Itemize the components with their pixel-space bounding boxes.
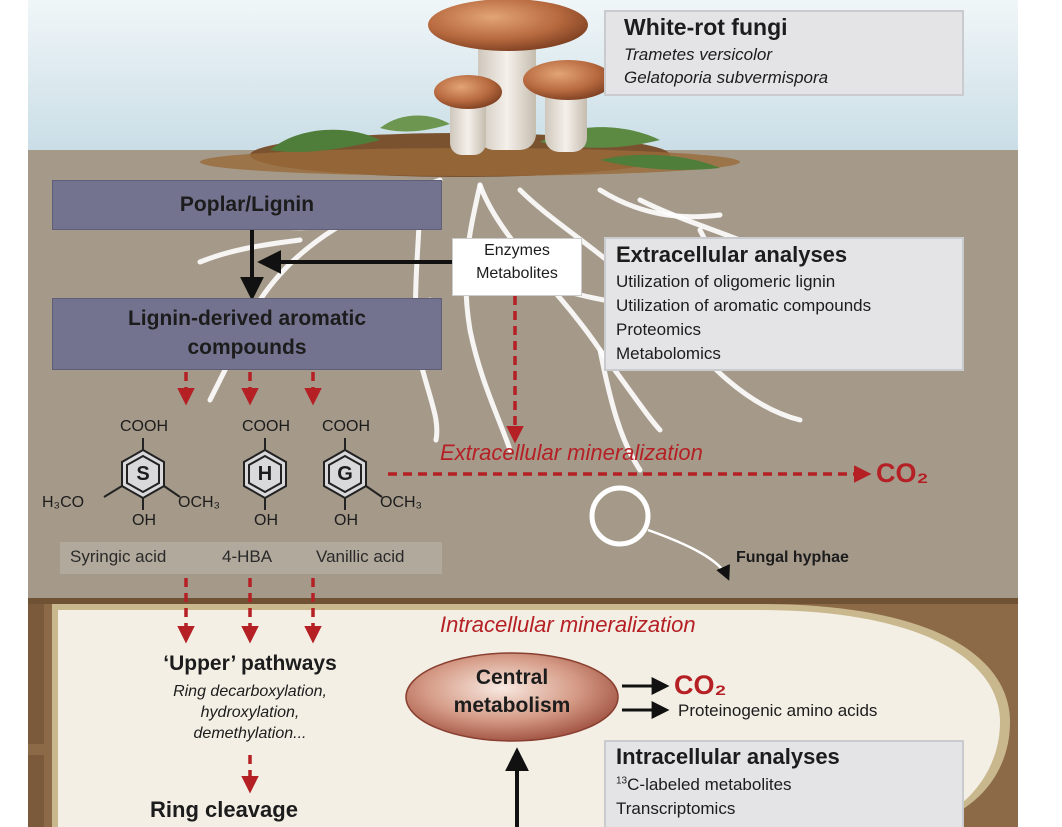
enzymes-label: Enzymes bbox=[484, 242, 550, 259]
extracellular-item-3: Proteomics bbox=[616, 320, 702, 339]
intracellular-mineralization-label: Intracellular mineralization bbox=[440, 612, 696, 637]
intracellular-analyses-title: Intracellular analyses bbox=[616, 744, 840, 769]
ring-letter-g: G bbox=[337, 463, 353, 485]
central-metabolism-line2: metabolism bbox=[453, 694, 571, 717]
lignin-aromatics-label-line2: compounds bbox=[187, 336, 307, 359]
hyphae-magnifier-circle bbox=[589, 485, 651, 547]
och3-label-syringic: OCH₃ bbox=[178, 494, 221, 511]
central-metabolism-line1: Central bbox=[475, 666, 549, 689]
compound-name-syringic: Syringic acid bbox=[70, 547, 167, 566]
cooh-label-syringic: COOH bbox=[120, 418, 168, 435]
intracellular-item-2: Transcriptomics bbox=[616, 799, 736, 818]
cooh-label-vanillic: COOH bbox=[322, 418, 370, 435]
lignin-aromatics-label-line1: Lignin-derived aromatic bbox=[127, 307, 367, 330]
co2-extracellular: CO₂ bbox=[876, 458, 929, 488]
ring-letter-h: H bbox=[257, 463, 273, 485]
extracellular-item-1: Utilization of oligomeric lignin bbox=[616, 272, 836, 291]
central-metabolism-node bbox=[405, 652, 619, 742]
enzymes-metabolites-box bbox=[452, 238, 582, 296]
extracellular-analyses-title: Extracellular analyses bbox=[616, 242, 848, 267]
white-rot-fungi-box bbox=[604, 10, 964, 96]
fungus-species-2: Gelatoporia subvermispora bbox=[624, 68, 829, 87]
oh-label-vanillic: OH bbox=[334, 512, 358, 529]
labeled-metabolites-text: C-labeled metabolites bbox=[627, 775, 792, 794]
upper-pathways-line-3: demethylation... bbox=[193, 725, 307, 742]
upper-pathways-line-1: Ring decarboxylation, bbox=[173, 683, 327, 700]
ring-cleavage-label: Ring cleavage bbox=[150, 797, 298, 822]
compound-name-4hba: 4-HBA bbox=[222, 547, 273, 566]
compound-name-vanillic: Vanillic acid bbox=[316, 547, 405, 566]
extracellular-item-4: Metabolomics bbox=[616, 344, 721, 363]
poplar-lignin-label: Poplar/Lignin bbox=[179, 193, 315, 216]
upper-pathways-title: ‘Upper’ pathways bbox=[163, 652, 337, 675]
carbon-13-superscript: 13 bbox=[616, 775, 628, 787]
h3co-label: H₃CO bbox=[42, 494, 85, 511]
fungus-species-1: Trametes versicolor bbox=[624, 45, 772, 64]
cooh-label-hba: COOH bbox=[242, 418, 290, 435]
upper-pathways-line-2: hydroxylation, bbox=[200, 704, 300, 721]
white-rot-fungi-title: White-rot fungi bbox=[624, 14, 788, 40]
mushroom-illustration bbox=[428, 0, 613, 155]
lignin-aromatics-box bbox=[52, 298, 442, 370]
intracellular-item-1: 13C-labeled metabolites bbox=[616, 775, 792, 795]
ring-letter-s: S bbox=[136, 463, 150, 485]
co2-intracellular: CO₂ bbox=[674, 670, 727, 700]
extracellular-mineralization-label: Extracellular mineralization bbox=[440, 440, 703, 465]
fungal-hyphae-label: Fungal hyphae bbox=[736, 549, 849, 566]
intracellular-analyses-box bbox=[604, 740, 964, 827]
poplar-lignin-box bbox=[52, 180, 442, 230]
compound-names-strip bbox=[60, 542, 442, 574]
extracellular-analyses-box bbox=[604, 237, 964, 371]
proteinogenic-amino-acids-label: Proteinogenic amino acids bbox=[678, 701, 878, 720]
oh-label-syringic: OH bbox=[132, 512, 156, 529]
metabolites-label: Metabolites bbox=[476, 265, 558, 282]
och3-label-vanillic: OCH₃ bbox=[380, 494, 423, 511]
extracellular-item-2: Utilization of aromatic compounds bbox=[616, 296, 872, 315]
oh-label-hba: OH bbox=[254, 512, 278, 529]
